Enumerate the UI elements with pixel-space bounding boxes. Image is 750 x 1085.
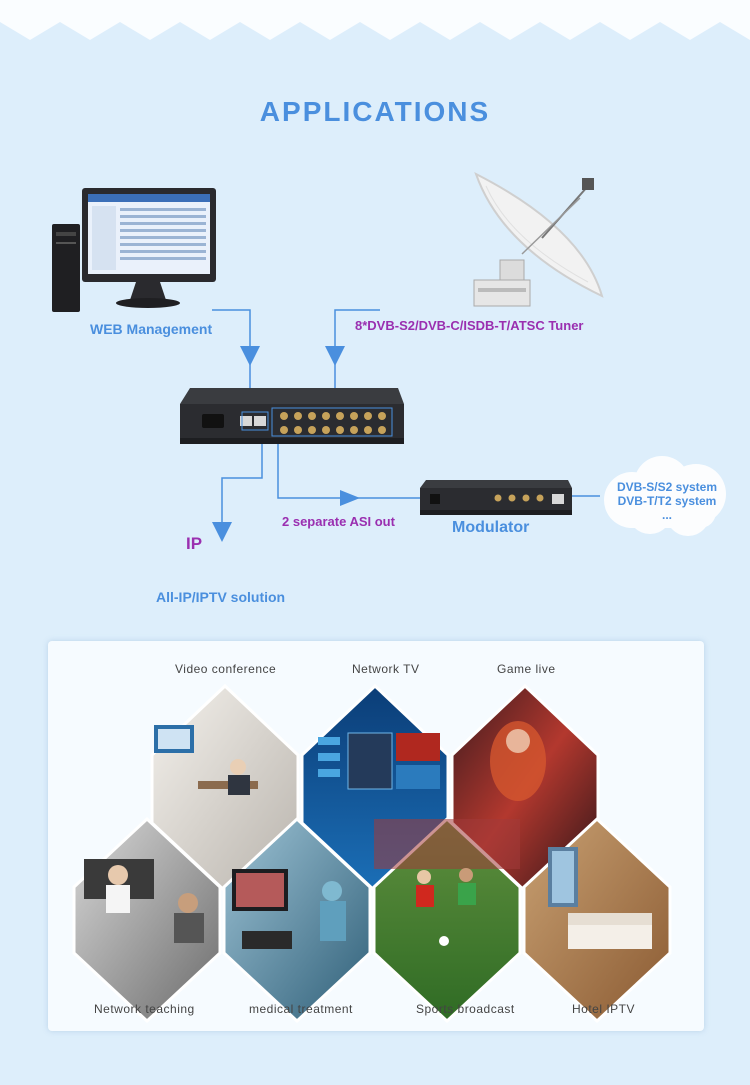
caption-sports-broadcast: Sports broadcast [416, 1002, 515, 1016]
caption-medical-treatment: medical treatment [249, 1002, 353, 1016]
asi-out-label: 2 separate ASI out [282, 514, 395, 529]
cloud-line-3: ... [661, 508, 672, 522]
caption-game-live: Game live [497, 662, 556, 676]
cloud-line-1: DVB-S/S2 system [616, 480, 718, 494]
asi-link-line [277, 442, 420, 499]
ip-arrow-icon [212, 522, 232, 542]
hex-hotel-iptv [522, 816, 672, 1024]
web-link-line [212, 309, 251, 360]
tuner-label: 8*DVB-S2/DVB-C/ISDB-T/ATSC Tuner [355, 318, 584, 333]
modulator-device [420, 480, 572, 515]
iptv-solution-label: All-IP/IPTV solution [156, 589, 286, 605]
tuner-link-line [334, 309, 380, 360]
web-management-label: WEB Management [90, 321, 213, 337]
ip-label: IP [186, 534, 203, 553]
modulator-label: Modulator [452, 519, 530, 536]
tuner-arrow-icon [325, 346, 345, 366]
ip-link-line [221, 442, 263, 530]
hex-video-conference [150, 683, 300, 894]
web-arrow-icon [240, 346, 260, 366]
caption-network-tv: Network TV [352, 662, 420, 676]
cloud-line-2: DVB-T/T2 system [617, 494, 717, 508]
computer-icon [52, 188, 216, 312]
asi-arrow-icon [340, 490, 360, 506]
cloud-icon [604, 456, 726, 536]
hex-network-teaching [72, 816, 222, 1024]
hex-sports-broadcast [372, 816, 522, 1024]
connection-lines [212, 309, 600, 542]
hexagon-gallery [72, 683, 672, 1024]
caption-video-conference: Video conference [175, 662, 277, 676]
caption-hotel-iptv: Hotel IPTV [572, 1002, 636, 1016]
satellite-dish-icon [473, 171, 604, 307]
page-title: APPLICATIONS [259, 96, 491, 127]
hex-medical-treatment [222, 816, 372, 1024]
receiver-device [180, 388, 404, 444]
caption-network-teaching: Network teaching [94, 1002, 195, 1016]
